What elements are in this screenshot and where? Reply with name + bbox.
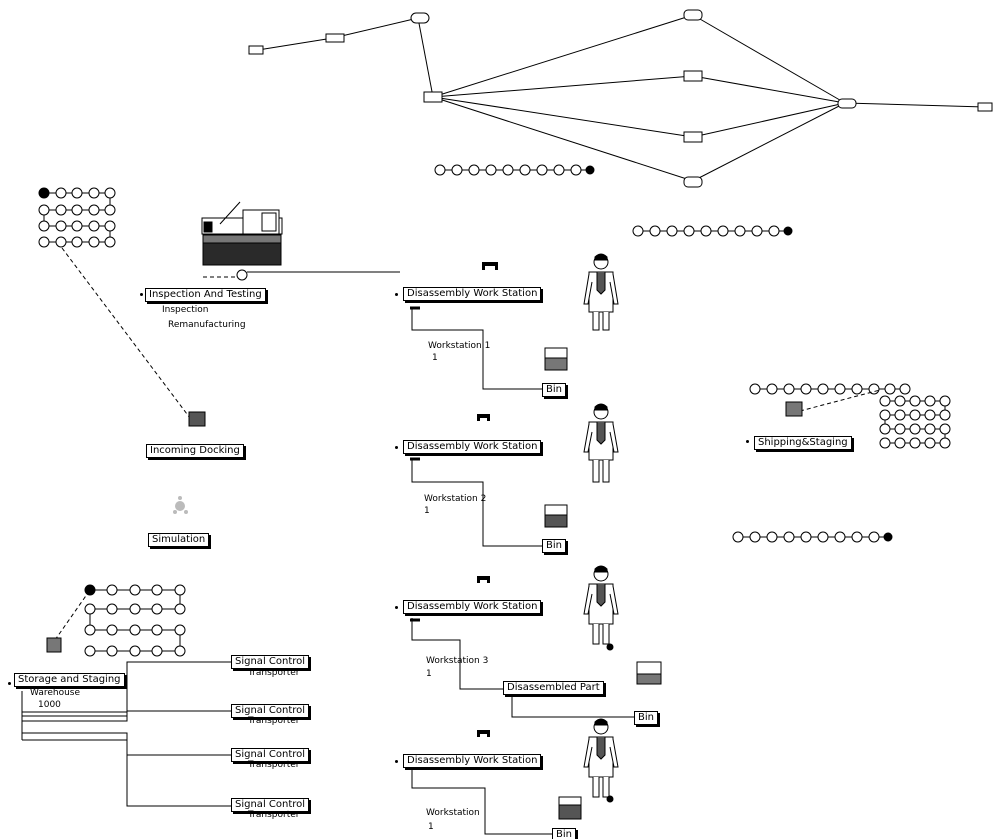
module-bullet	[395, 760, 398, 763]
bin-module-1[interactable]: Bin	[542, 383, 566, 397]
bin-box-icon	[46, 347, 803, 820]
module-bullet	[395, 293, 398, 296]
queue-chains	[434, 164, 911, 543]
workstation-3-label: Workstation 3	[426, 656, 489, 666]
network-node-icon	[325, 33, 345, 43]
remanufacturing-sublabel: Remanufacturing	[168, 320, 246, 330]
workstation-2-quantity: 1	[424, 506, 430, 516]
workstation-2-label: Workstation 2	[424, 494, 487, 504]
bin-module-4[interactable]: Bin	[552, 828, 576, 839]
module-bullet	[140, 293, 143, 296]
signal-control-module-2[interactable]: Signal Control	[231, 704, 310, 718]
network-node-icon	[683, 70, 703, 82]
network-node-icon	[423, 91, 443, 103]
dashed-connectors	[54, 247, 881, 641]
network-node-icon	[248, 45, 264, 55]
module-bullet	[746, 440, 749, 443]
network-node-icon	[977, 102, 993, 112]
station-marker-icon	[477, 262, 498, 737]
workstation-connectors	[410, 306, 634, 835]
transporter-label-3: Transporter	[248, 760, 300, 770]
simulation-icon	[173, 496, 188, 514]
disassembly-work-station-1[interactable]: Disassembly Work Station	[403, 287, 542, 301]
module-bullet	[8, 682, 11, 685]
network-graph	[257, 14, 986, 182]
incoming-docking-module[interactable]: Incoming Docking	[146, 444, 244, 458]
transporter-label-1: Transporter	[248, 668, 300, 678]
bin-module-3[interactable]: Bin	[634, 711, 658, 725]
network-node-icon	[410, 12, 430, 24]
workstation-3-quantity: 1	[426, 669, 432, 679]
storage-tree	[21, 661, 231, 807]
warehouse-quantity: 1000	[38, 700, 61, 710]
shipping-staging-module[interactable]: Shipping&Staging	[754, 436, 852, 450]
module-bullet	[395, 446, 398, 449]
warehouse-label: Warehouse	[30, 688, 81, 698]
network-node-icon	[837, 98, 857, 109]
workstation-1-label: Workstation 1	[428, 341, 491, 351]
transporter-label-2: Transporter	[248, 716, 300, 726]
inspection-machine-icon	[201, 201, 283, 266]
serpentine-grids	[38, 187, 951, 657]
network-node-icon	[683, 176, 703, 188]
disassembly-work-station-3[interactable]: Disassembly Work Station	[403, 600, 542, 614]
disassembly-work-station-2[interactable]: Disassembly Work Station	[403, 440, 542, 454]
inspection-sublabel: Inspection	[162, 305, 209, 315]
disassembly-work-station-4[interactable]: Disassembly Work Station	[403, 754, 542, 768]
disassembled-part-module[interactable]: Disassembled Part	[503, 681, 604, 695]
storage-and-staging-module[interactable]: Storage and Staging	[14, 673, 125, 687]
signal-control-module-1[interactable]: Signal Control	[231, 655, 310, 669]
signal-control-module-4[interactable]: Signal Control	[231, 798, 310, 812]
signal-control-module-3[interactable]: Signal Control	[231, 748, 310, 762]
network-node-icon	[683, 131, 703, 143]
transporter-label-4: Transporter	[248, 810, 300, 820]
inspection-conveyor	[236, 269, 400, 281]
bin-module-2[interactable]: Bin	[542, 539, 566, 553]
network-nodes	[248, 9, 993, 188]
simulation-module[interactable]: Simulation	[148, 533, 210, 547]
workstation-4-quantity: 1	[428, 822, 434, 832]
inspection-and-testing-module[interactable]: Inspection And Testing	[145, 288, 266, 302]
workstation-1-quantity: 1	[432, 353, 438, 363]
module-bullet	[395, 606, 398, 609]
workstation-4-label: Workstation	[426, 808, 480, 818]
worker-icon	[583, 253, 619, 803]
network-node-icon	[683, 9, 703, 21]
